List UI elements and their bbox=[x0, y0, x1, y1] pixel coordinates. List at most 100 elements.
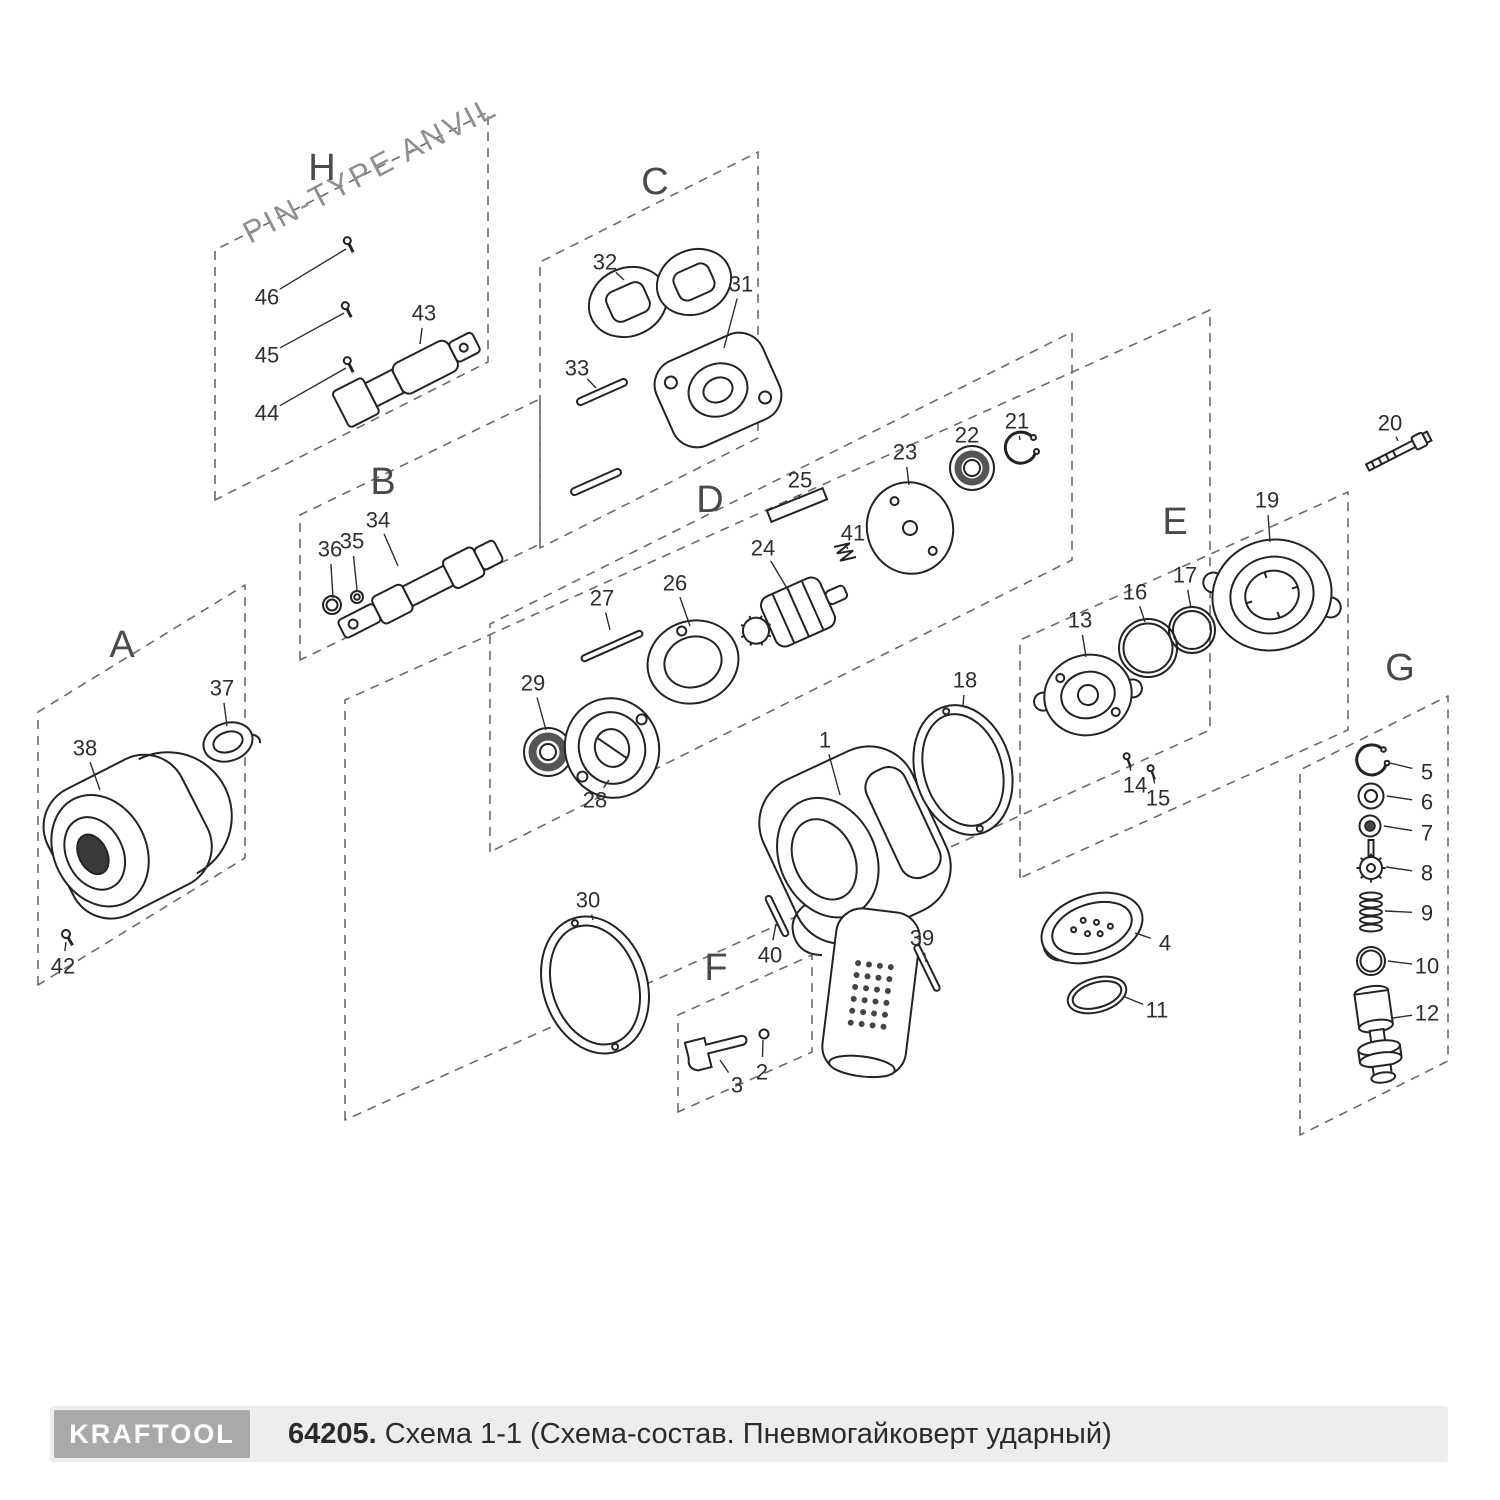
part-label-6: 6 bbox=[1421, 790, 1433, 815]
kraftool-logo: KRAFTOOL bbox=[54, 1410, 250, 1458]
group-outline-D bbox=[489, 331, 1073, 853]
part-leader-20 bbox=[1395, 436, 1399, 442]
part-label-8: 8 bbox=[1421, 861, 1433, 886]
part-label-45: 45 bbox=[255, 343, 279, 368]
part-15-shape bbox=[1146, 764, 1156, 780]
part-leader-33 bbox=[586, 378, 597, 389]
part-37-shape bbox=[202, 721, 262, 763]
part-6-shape bbox=[1357, 782, 1385, 810]
part-leader-37 bbox=[223, 702, 228, 727]
part-leader-8 bbox=[1385, 866, 1413, 872]
part-leader-35 bbox=[352, 555, 358, 591]
group-label-G: G bbox=[1385, 647, 1415, 689]
part-42-shape bbox=[61, 929, 74, 947]
part-leader-21 bbox=[1018, 435, 1021, 441]
part-leader-13 bbox=[1081, 634, 1087, 658]
part-label-7: 7 bbox=[1421, 821, 1433, 846]
part-label-28: 28 bbox=[583, 788, 607, 813]
group-outline-E bbox=[1019, 491, 1349, 879]
part-leader-16 bbox=[1139, 606, 1146, 623]
group-label-D: D bbox=[696, 479, 723, 521]
part-leader-1 bbox=[828, 754, 841, 796]
part-leader-28 bbox=[603, 779, 610, 789]
part-19-shape bbox=[1202, 538, 1342, 652]
part-leader-2 bbox=[761, 1039, 764, 1058]
part-1-shape bbox=[758, 745, 952, 1079]
part-leader-4 bbox=[1134, 932, 1151, 939]
part-7-shape bbox=[1358, 814, 1382, 838]
part-leader-26 bbox=[679, 596, 691, 627]
part-leader-24 bbox=[770, 560, 789, 591]
part-35-shape bbox=[350, 590, 364, 604]
drawing-number: 64205. bbox=[288, 1417, 377, 1450]
part-leader-36 bbox=[330, 563, 334, 599]
part-39-shape bbox=[913, 944, 941, 992]
part-leader-45 bbox=[279, 312, 345, 349]
part-8-shape bbox=[1356, 839, 1386, 883]
part-leader-10 bbox=[1387, 960, 1413, 965]
part-label-39: 39 bbox=[910, 926, 934, 951]
part-label-24: 24 bbox=[751, 536, 775, 561]
part-label-17: 17 bbox=[1173, 563, 1197, 588]
part-leader-43 bbox=[419, 327, 423, 345]
group-label-B: B bbox=[370, 461, 395, 503]
part-label-26: 26 bbox=[663, 571, 687, 596]
part-leader-6 bbox=[1386, 795, 1413, 801]
part-10-shape bbox=[1356, 946, 1386, 976]
part-leader-46 bbox=[279, 248, 347, 290]
part-label-32: 32 bbox=[593, 250, 617, 275]
part-30-shape bbox=[540, 915, 650, 1055]
part-2-shape bbox=[758, 1028, 770, 1040]
part-label-36: 36 bbox=[318, 537, 342, 562]
exploded-diagram: PIN-TYPE ANVIL bbox=[37, 89, 1449, 1136]
part-label-41: 41 bbox=[841, 521, 865, 546]
part-13-shape bbox=[1033, 653, 1143, 737]
part-36-shape bbox=[322, 595, 342, 615]
part-31-ring-shape bbox=[655, 247, 733, 317]
part-leader-19 bbox=[1267, 514, 1271, 543]
part-40-shape bbox=[764, 894, 790, 938]
part-leader-38 bbox=[89, 761, 101, 791]
part-41-shape bbox=[833, 542, 857, 562]
group-outline-C bbox=[539, 151, 759, 549]
part-25-shape bbox=[765, 486, 829, 524]
part-leader-34 bbox=[383, 533, 399, 567]
part-label-15: 15 bbox=[1146, 786, 1170, 811]
part-label-38: 38 bbox=[73, 736, 97, 761]
part-leader-31 bbox=[723, 298, 738, 349]
part-45-shape bbox=[340, 301, 353, 318]
part-leader-41 bbox=[846, 546, 849, 550]
part-28-shape bbox=[563, 697, 661, 799]
part-label-10: 10 bbox=[1415, 954, 1439, 979]
part-20-shape bbox=[1364, 430, 1433, 472]
part-leader-40 bbox=[772, 923, 777, 941]
part-leader-44 bbox=[279, 367, 347, 407]
part-leader-15 bbox=[1152, 775, 1156, 784]
part-leader-27 bbox=[604, 612, 611, 631]
part-label-14: 14 bbox=[1123, 773, 1147, 798]
part-leader-32 bbox=[615, 271, 625, 281]
drawing-caption: 64205.Схема 1-1 (Схема-состав. Пневмогай… bbox=[288, 1418, 1112, 1451]
group-label-H: H bbox=[308, 147, 335, 189]
part-12-shape bbox=[1353, 984, 1403, 1084]
part-44-shape bbox=[342, 356, 355, 373]
part-label-33: 33 bbox=[565, 356, 589, 381]
part-18-shape bbox=[912, 704, 1014, 836]
part-label-16: 16 bbox=[1123, 580, 1147, 605]
part-leader-39 bbox=[923, 952, 927, 963]
part-label-34: 34 bbox=[366, 508, 390, 533]
group-outline-H bbox=[214, 111, 489, 501]
part-label-12: 12 bbox=[1415, 1001, 1439, 1026]
part-label-22: 22 bbox=[955, 423, 979, 448]
part-leader-23 bbox=[906, 466, 910, 486]
part-label-40: 40 bbox=[758, 943, 782, 968]
part-label-27: 27 bbox=[590, 586, 614, 611]
group-label-E: E bbox=[1162, 501, 1187, 543]
group-outline-B bbox=[299, 398, 541, 661]
part-leader-18 bbox=[962, 694, 965, 707]
part-leader-42 bbox=[64, 941, 67, 952]
part-29-shape bbox=[523, 727, 573, 777]
part-label-42: 42 bbox=[51, 954, 75, 979]
part-label-44: 44 bbox=[255, 401, 279, 426]
part-26-shape bbox=[646, 619, 740, 705]
